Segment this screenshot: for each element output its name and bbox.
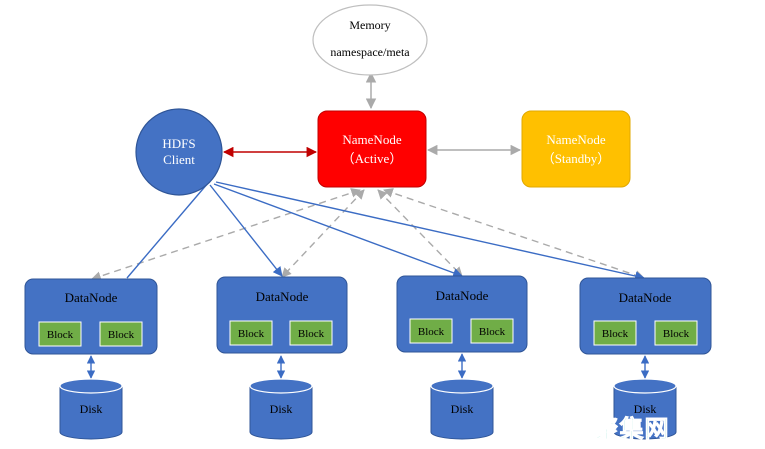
- disk-4: Disk: [613, 378, 677, 440]
- namenode-standby: NameNode （Standby）: [521, 110, 631, 188]
- block-b-label: Block: [479, 326, 506, 338]
- disk-label: Disk: [451, 402, 474, 416]
- disk-1: Disk: [59, 378, 123, 440]
- block-b-label: Block: [663, 328, 690, 340]
- active-namenode-state: （Active）: [342, 151, 403, 166]
- disk-3: Disk: [430, 378, 494, 440]
- namenode-active: NameNode （Active）: [317, 110, 427, 188]
- block-a-label: Block: [47, 329, 74, 341]
- block-a: [38, 321, 82, 347]
- block-a: [409, 318, 453, 344]
- datanode-1: DataNode Block Block: [24, 278, 158, 355]
- block-b: [654, 320, 698, 346]
- memory-sublabel: namespace/meta: [330, 45, 410, 59]
- datanode-title: DataNode: [65, 290, 118, 305]
- client-datanode-line-1: [126, 182, 209, 279]
- standby-namenode-label: NameNode: [546, 132, 605, 147]
- standby-namenode-state: （Standby）: [542, 151, 611, 166]
- memory-node: Memory namespace/meta: [312, 4, 428, 76]
- client-datanode-line-3: [213, 183, 463, 278]
- client-datanode-line-4: [215, 181, 645, 281]
- block-b: [99, 321, 143, 347]
- datanode-title: DataNode: [436, 288, 489, 303]
- block-b: [470, 318, 514, 344]
- client-sublabel: Client: [163, 152, 195, 167]
- block-a-label: Block: [418, 326, 445, 338]
- disk-label: Disk: [634, 402, 657, 416]
- datanode-2: DataNode Block Block: [216, 276, 348, 354]
- memory-label: Memory: [349, 18, 390, 32]
- datanode-4: DataNode Block Block: [579, 277, 712, 355]
- block-b-label: Block: [298, 328, 325, 340]
- connectors: [86, 71, 650, 379]
- block-a-label: Block: [238, 328, 265, 340]
- datanode-title: DataNode: [256, 289, 309, 304]
- hdfs-client-node: HDFS Client: [135, 108, 223, 196]
- block-b-label: Block: [108, 329, 135, 341]
- active-namenode-label: NameNode: [342, 132, 401, 147]
- disk-label: Disk: [270, 402, 293, 416]
- client-label: HDFS: [162, 136, 195, 151]
- block-a-label: Block: [602, 328, 629, 340]
- heartbeat-line-4: [383, 188, 645, 280]
- block-a: [593, 320, 637, 346]
- watermark-logo: 聚集网: [594, 415, 670, 443]
- block-b: [289, 320, 333, 346]
- disk-label: Disk: [80, 402, 103, 416]
- datanode-title: DataNode: [619, 290, 672, 305]
- heartbeat-line-1: [91, 188, 361, 281]
- client-datanode-line-2: [209, 184, 283, 277]
- datanode-3: DataNode Block Block: [396, 275, 528, 353]
- heartbeat-line-2: [281, 189, 365, 278]
- disk-2: Disk: [249, 378, 313, 440]
- block-a: [229, 320, 273, 346]
